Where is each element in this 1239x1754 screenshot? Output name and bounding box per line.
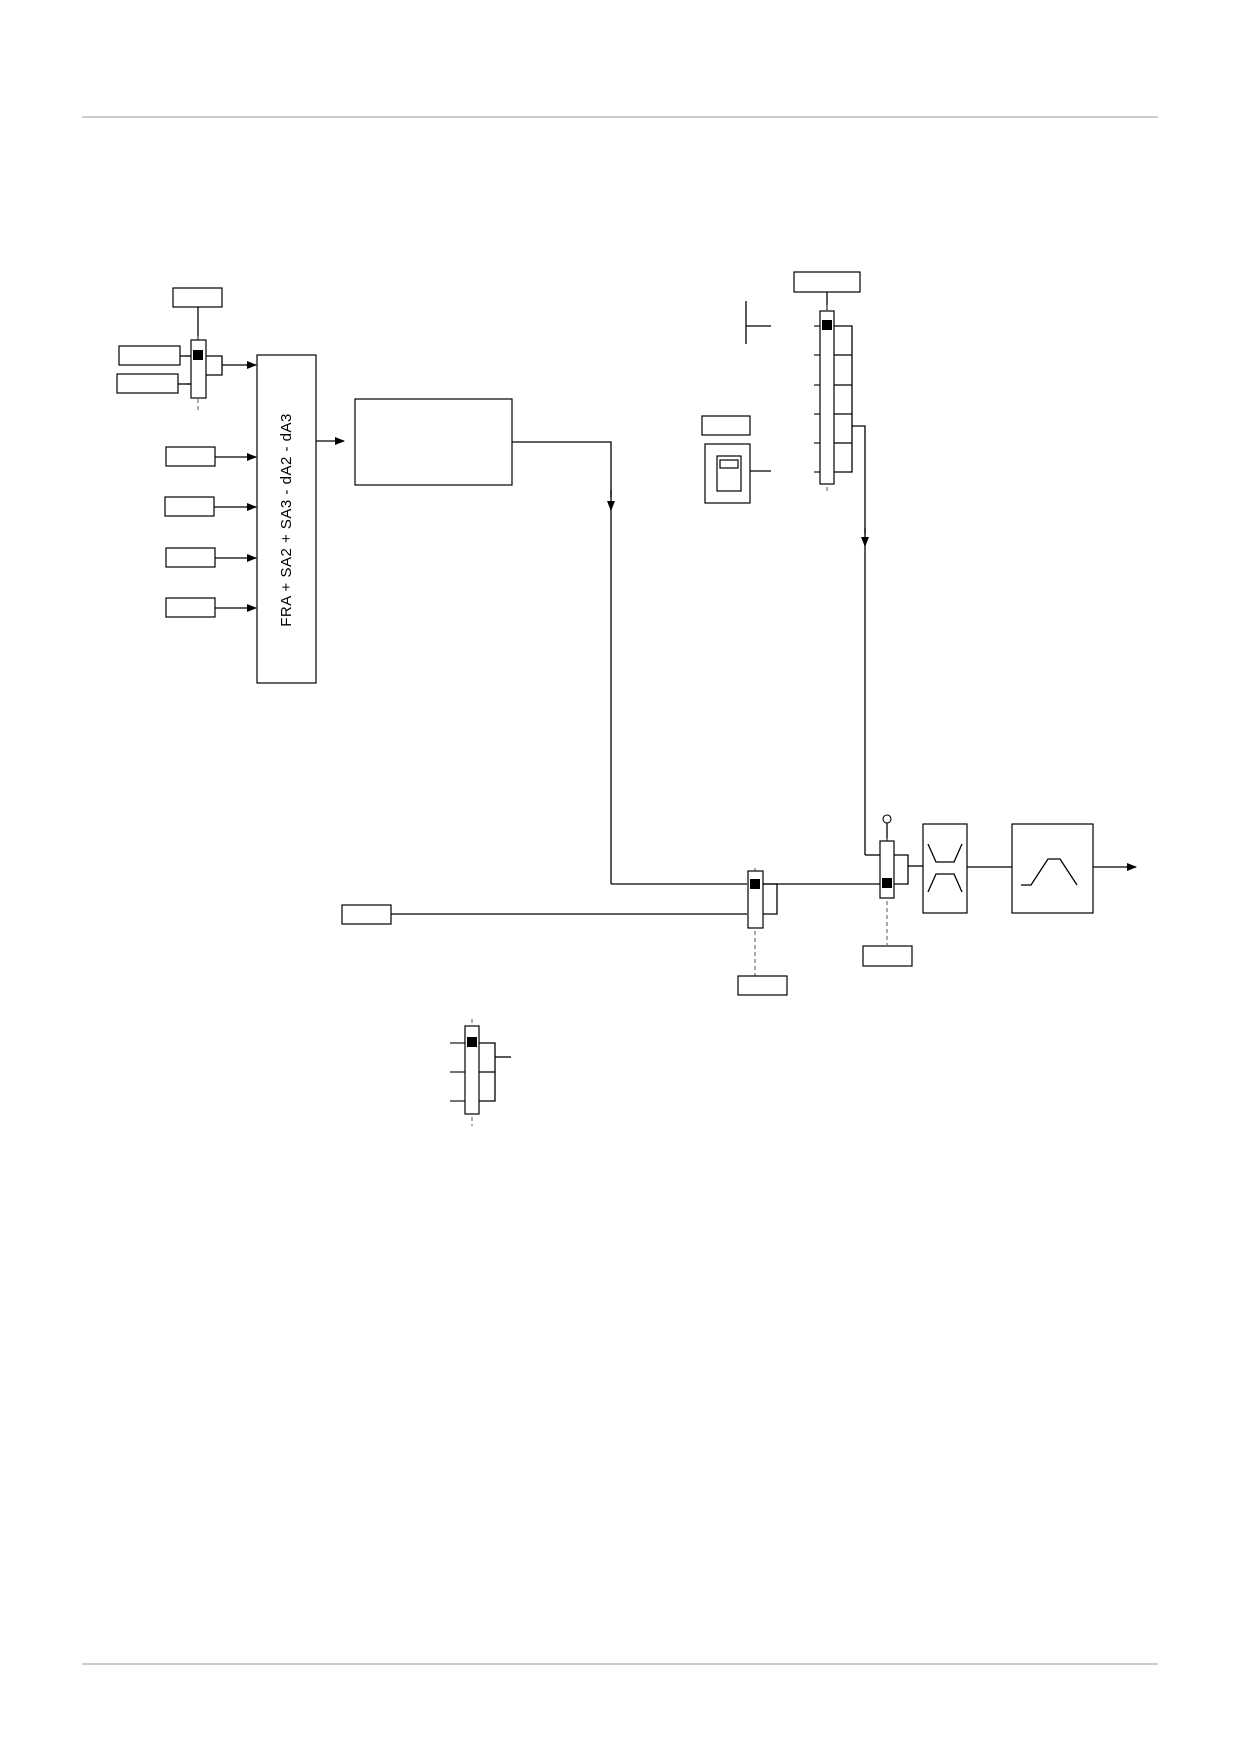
input-box-sa3 xyxy=(164,496,215,517)
param-box xyxy=(701,415,751,436)
input-box-da3 xyxy=(165,597,216,618)
input-box-da2 xyxy=(165,547,216,568)
legend-switch-symbol xyxy=(450,1019,511,1126)
param-box xyxy=(172,287,223,308)
channel-switch-group xyxy=(341,868,880,996)
ramp-icon xyxy=(1011,823,1094,914)
summing-inputs xyxy=(164,446,257,618)
param-box xyxy=(737,975,788,996)
keypad-terminal-icon xyxy=(704,443,751,504)
input-selector-group xyxy=(116,287,257,412)
function-block xyxy=(354,398,513,486)
source-box xyxy=(116,373,179,394)
selector-switch-icon xyxy=(450,1019,480,1126)
terminal-symbol xyxy=(745,301,771,344)
input-box-sa2 xyxy=(165,446,216,467)
param-box xyxy=(793,271,861,293)
skip-frequency-icon xyxy=(922,823,968,914)
param-box xyxy=(862,945,913,967)
selector-switch-icon xyxy=(879,838,895,945)
summing-block: FRA + SA2 + SA3 - dA2 - dA3 xyxy=(256,354,317,684)
selector-switch-icon xyxy=(814,305,835,492)
summing-block-label: FRA + SA2 + SA3 - dA2 - dA3 xyxy=(278,413,295,627)
selector-switch-icon xyxy=(186,336,207,412)
selector-switch-icon xyxy=(747,868,764,976)
source-box xyxy=(118,345,181,366)
forced-point-icon xyxy=(882,814,892,824)
input-box xyxy=(341,904,392,925)
forced-switch-group xyxy=(862,814,923,967)
command-selector-group xyxy=(701,271,869,855)
